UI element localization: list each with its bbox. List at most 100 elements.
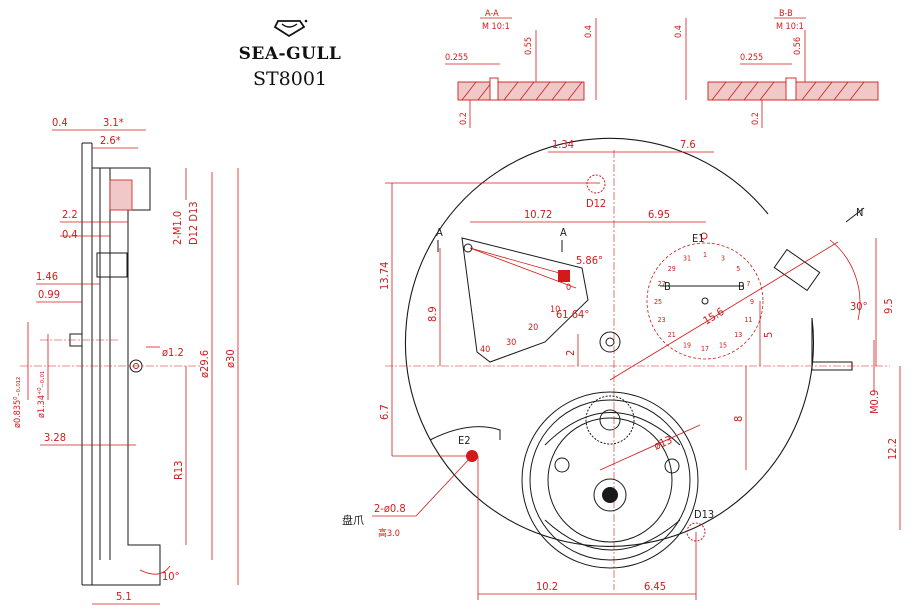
pr-label-10: 10 — [550, 305, 560, 315]
section-aa-scale: M 10:1 — [482, 22, 510, 32]
brand-block: SEA-GULL ST8001 — [220, 18, 360, 90]
date-number: 17 — [701, 345, 709, 353]
label-side-m10: 2-M1.0 — [171, 211, 184, 245]
date-number: 13 — [734, 331, 742, 339]
dim-front-1072: 10.72 — [524, 208, 552, 221]
dim-bb-0255: 0.255 — [740, 53, 763, 63]
center-jewel — [599, 331, 621, 353]
dim-bb-04: 0.4 — [674, 25, 684, 38]
dim-front-angle30: 30° — [850, 300, 868, 313]
dim-aa-02: 0.2 — [459, 112, 469, 125]
section-aa-jewel — [489, 77, 499, 101]
dim-front-586: 5.86° — [576, 254, 603, 267]
date-number: 5 — [736, 265, 740, 273]
date-number: 15 — [719, 341, 727, 349]
label-north: N — [856, 206, 863, 219]
side-bridge — [99, 168, 111, 560]
dim-front-8: 8 — [732, 416, 745, 422]
dim-aa-0255: 0.255 — [445, 53, 468, 63]
dim-side-r13: R13 — [172, 461, 185, 480]
dim-side-51: 5.1 — [116, 590, 132, 603]
cage-screw-right — [664, 458, 680, 474]
dim-front-phi13: ø13 — [652, 433, 674, 452]
dim-side-phi134: ø1.34⁺⁰₋₀.₀₁ — [37, 371, 47, 418]
section-marker-a-right: A — [560, 226, 567, 239]
label-side-d12d13: D12 D13 — [187, 201, 200, 245]
model-number: ST8001 — [252, 68, 328, 90]
date-number: 1 — [703, 251, 707, 259]
label-pin-height: 高3.0 — [378, 527, 400, 539]
brand-name: SEA-GULL — [238, 44, 342, 64]
side-mainplate — [92, 167, 161, 586]
dim-front-67: 6.7 — [378, 404, 391, 420]
dim-front-645: 6.45 — [644, 580, 666, 593]
pr-label-0: 0 — [566, 283, 571, 293]
escape-wheel — [585, 395, 635, 445]
dim-side-04-top: 0.4 — [52, 116, 68, 129]
section-aa-plate — [457, 81, 585, 101]
section-aa-detail: A-A M 10:1 0.255 0.55 0.4 0.2 — [445, 9, 597, 128]
dim-front-89: 8.9 — [426, 306, 439, 322]
date-number: 7 — [746, 280, 750, 288]
label-e1: E1 — [692, 232, 705, 245]
side-jewel-section — [109, 179, 133, 211]
section-aa-title: A-A — [485, 9, 499, 19]
dim-side-phi30: ø30 — [224, 349, 237, 368]
side-outer-plate — [81, 142, 93, 586]
dim-front-6164: 61.64° — [556, 308, 589, 321]
pr-label-40: 40 — [480, 345, 490, 355]
dim-side-31: 3.1* — [103, 116, 124, 129]
dim-front-102: 10.2 — [536, 580, 558, 593]
section-marker-a-left: A — [436, 226, 443, 239]
dim-front-5: 5 — [762, 332, 775, 338]
date-number: 9 — [750, 298, 754, 306]
dim-side-328: 3.28 — [44, 431, 66, 444]
seagull-logo-icon — [270, 18, 310, 42]
dim-side-phi296: ø29.6 — [198, 350, 211, 378]
date-number: 19 — [683, 341, 691, 349]
date-number: 27 — [658, 280, 666, 288]
movement-plate-outline — [404, 137, 853, 547]
label-d12: D12 — [586, 197, 606, 210]
dim-bb-02: 0.2 — [751, 112, 761, 125]
date-number: 29 — [668, 265, 676, 273]
dim-side-phi0835: ø0.835⁰₋₀.₀₁₂ — [13, 377, 23, 428]
section-bb-jewel — [785, 77, 797, 101]
side-wheel-block — [96, 252, 128, 278]
tourbillon-cage — [521, 391, 699, 569]
dim-front-695: 6.95 — [648, 208, 670, 221]
date-number: 31 — [683, 255, 691, 263]
date-subdial — [646, 242, 764, 360]
power-reserve-pivot — [463, 243, 473, 253]
dim-side-angle10: 10° — [162, 570, 180, 583]
dim-front-1374: 13.74 — [378, 262, 391, 290]
section-bb-title: B-B — [779, 9, 793, 19]
label-d13: D13 — [694, 508, 714, 521]
pin-e1 — [700, 232, 708, 240]
power-reserve-indicator — [558, 270, 570, 282]
section-bb-detail: B-B M 10:1 0.255 0.56 0.4 0.2 — [674, 9, 879, 128]
label-pin-chinese: 盘爪 — [342, 513, 364, 527]
dim-front-76: 7.6 — [680, 138, 696, 151]
label-e2: E2 — [458, 434, 471, 447]
dim-bb-056: 0.56 — [793, 37, 803, 55]
side-view: 0.4 3.1* 2.6* 2.2 0.4 1.46 0.99 3.28 ø0.… — [13, 116, 239, 605]
dim-front-122: 12.2 — [886, 438, 899, 460]
pr-label-30: 30 — [506, 338, 516, 348]
mount-hole-d12 — [586, 174, 606, 194]
label-pin-size: 2-ø0.8 — [374, 502, 406, 515]
dim-aa-04: 0.4 — [584, 25, 594, 38]
dim-front-2: 2 — [564, 350, 577, 356]
dim-aa-055: 0.55 — [524, 37, 534, 55]
date-subdial-pivot — [701, 297, 709, 305]
cage-screw-left — [554, 457, 570, 473]
dim-front-95: 9.5 — [882, 298, 895, 314]
date-number: 11 — [744, 316, 752, 324]
balance-hub — [593, 478, 627, 512]
dim-side-26: 2.6* — [100, 134, 121, 147]
date-number: 21 — [668, 331, 676, 339]
dim-side-146: 1.46 — [36, 270, 58, 283]
dim-side-04: 0.4 — [62, 228, 78, 241]
